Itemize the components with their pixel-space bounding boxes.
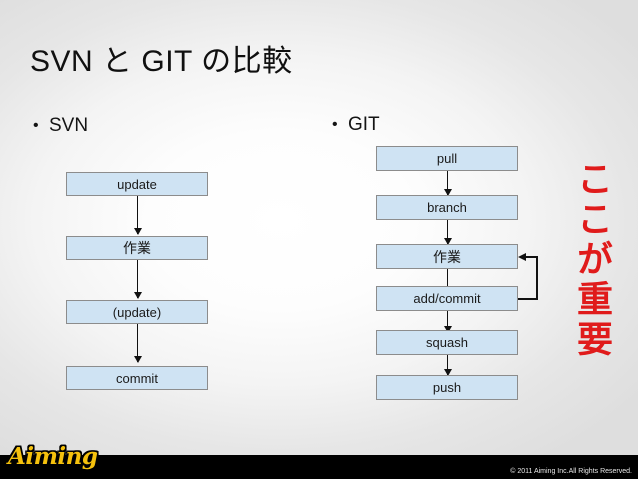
flow-step-svn-update[interactable]: update [66, 172, 208, 196]
flow-step-git-add-commit[interactable]: add/commit [376, 286, 518, 311]
arrow-git-1 [443, 171, 452, 196]
column-heading-git: • GIT [332, 114, 380, 136]
column-heading-git-label: GIT [348, 114, 380, 135]
loop-arrow-segment-top [525, 256, 538, 258]
flow-step-svn-update-optional[interactable]: (update) [66, 300, 208, 324]
arrow-svn-3 [133, 324, 142, 363]
column-heading-svn-label: SVN [49, 115, 89, 136]
arrow-git-5 [443, 355, 452, 376]
page-title: SVN と GIT の比較 [30, 45, 293, 78]
aiming-logo: Aiming [8, 443, 98, 470]
loop-arrow-head-icon [518, 252, 526, 261]
arrow-svn-2 [133, 260, 142, 299]
flow-step-git-pull[interactable]: pull [376, 146, 518, 171]
flow-step-git-push[interactable]: push [376, 375, 518, 400]
loop-arrow-segment-right [536, 256, 538, 299]
bullet-icon: • [33, 117, 39, 134]
bullet-icon: • [332, 116, 338, 133]
copyright-text: © 2011 Aiming Inc.All Rights Reserved. [510, 468, 632, 475]
flow-step-svn-commit[interactable]: commit [66, 366, 208, 390]
flow-step-git-squash[interactable]: squash [376, 330, 518, 355]
emphasis-vertical-text: ここが重要 [572, 160, 613, 360]
loop-arrow-segment-bottom [518, 298, 538, 300]
flow-step-git-branch[interactable]: branch [376, 195, 518, 220]
column-heading-svn: • SVN [33, 115, 88, 137]
arrow-git-4 [443, 311, 452, 333]
flow-step-git-sagyou[interactable]: 作業 [376, 244, 518, 269]
arrow-svn-1 [133, 196, 142, 235]
flow-step-svn-sagyou[interactable]: 作業 [66, 236, 208, 260]
footer-bar [0, 455, 638, 479]
arrow-git-2 [443, 220, 452, 245]
